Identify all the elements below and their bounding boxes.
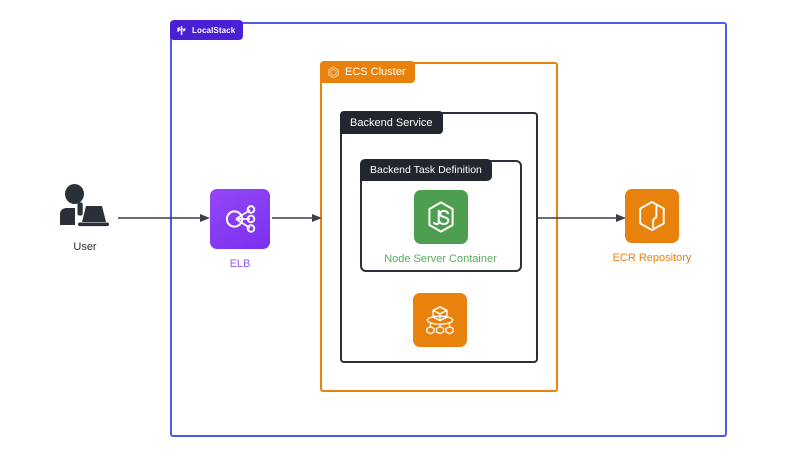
- node-node-server-container[interactable]: Node Server Container: [384, 190, 497, 265]
- backend-service-label: Backend Service: [350, 116, 433, 129]
- ecs-cluster-label-tab: ECS Cluster: [320, 61, 415, 83]
- backend-task-definition-label: Backend Task Definition: [370, 164, 482, 176]
- aws-ecs-containers-icon: [413, 293, 467, 347]
- node-elb[interactable]: ELB: [208, 189, 272, 270]
- node-ecs-service-icon[interactable]: [413, 293, 467, 347]
- node-ecr-repository[interactable]: ECR Repository: [606, 189, 698, 264]
- ecs-hexagon-icon: [327, 66, 340, 79]
- backend-service-label-tab: Backend Service: [340, 111, 443, 134]
- ecs-cluster-boundary-box: [320, 62, 558, 392]
- aws-ecr-registry-cube-icon: [625, 189, 679, 243]
- localstack-label: LocalStack: [192, 25, 236, 35]
- ecs-cluster-label: ECS Cluster: [345, 66, 406, 78]
- backend-task-definition-label-tab: Backend Task Definition: [360, 159, 492, 181]
- connector-user-to-elb: [118, 210, 210, 222]
- connector-task-definition-to-ecr: [536, 210, 626, 222]
- elastic-load-balancer-icon: [210, 189, 270, 249]
- node-user-label: User: [73, 241, 97, 253]
- node-user[interactable]: User: [48, 184, 122, 253]
- localstack-label-tab: LocalStack: [170, 20, 244, 40]
- localstack-boundary-box: [170, 22, 727, 437]
- nodejs-hexagon-js-icon: [413, 190, 468, 244]
- localstack-logo-icon: [176, 25, 187, 36]
- connector-elb-to-ecs-cluster: [272, 210, 322, 222]
- node-elb-label: ELB: [229, 258, 251, 270]
- node-ecr-repository-label: ECR Repository: [612, 252, 692, 264]
- node-node-server-container-label: Node Server Container: [384, 253, 497, 265]
- user-at-laptop-icon: [57, 184, 113, 232]
